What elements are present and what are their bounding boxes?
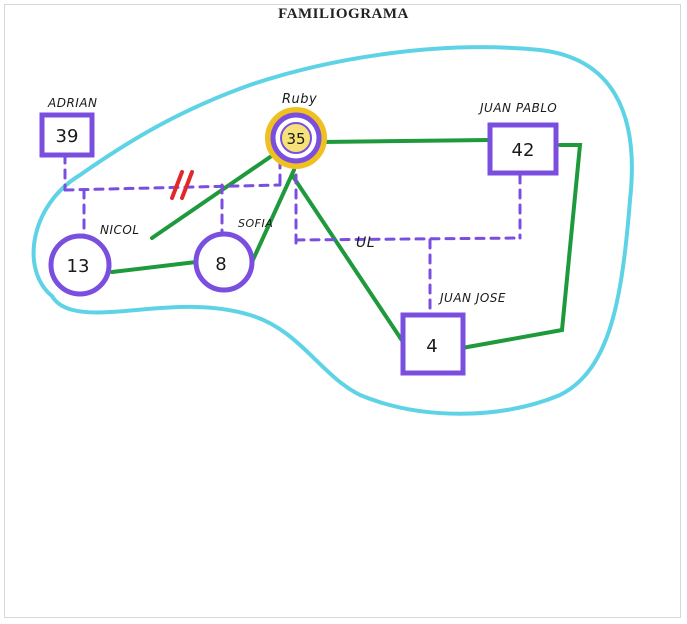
household-boundary — [31, 45, 634, 416]
member-juanpablo-age: 42 — [512, 140, 535, 161]
page-title: FAMILIOGRAMA — [278, 6, 409, 22]
member-ruby-age: 35 — [286, 130, 305, 148]
member-sofia-circle — [193, 231, 255, 293]
separation-mark-1 — [170, 170, 184, 200]
relationship-ruby-juanjose — [290, 173, 407, 347]
page-frame — [4, 4, 681, 618]
member-juanpablo-name: JUAN PABLO — [478, 101, 557, 115]
member-adrian-age: 39 — [56, 126, 79, 147]
relationship-ruby-sofia — [250, 168, 296, 264]
relationship-ruby-nicol — [150, 153, 275, 240]
separation-mark-2 — [180, 170, 194, 200]
member-juanjose-name: JUAN JOSE — [438, 291, 506, 305]
marriage-line-adrian-ruby — [63, 183, 282, 192]
member-juanjose-age: 4 — [426, 336, 437, 357]
member-nicol-circle — [48, 233, 112, 297]
member-sofia-name: SOFIA — [238, 217, 273, 230]
member-nicol-age: 13 — [67, 256, 90, 277]
relationship-juanpablo-juanjose — [460, 143, 583, 350]
member-sofia-age: 8 — [215, 254, 226, 275]
union-line-ruby-juanpablo — [294, 236, 522, 242]
relationship-ruby-juanpablo — [320, 138, 492, 144]
member-nicol-name: NICOL — [100, 223, 140, 237]
member-juanpablo-square — [487, 122, 559, 176]
member-ruby-name: Ruby — [282, 92, 317, 107]
member-juanjose-square — [400, 312, 466, 376]
member-adrian-square — [39, 112, 95, 158]
relationship-nicol-sofia — [110, 260, 198, 274]
member-ruby-inner-circle — [280, 122, 312, 154]
member-ruby-highlight — [265, 107, 327, 169]
member-adrian-name: ADRIAN — [47, 96, 98, 110]
union-free-label: UL — [356, 235, 375, 251]
